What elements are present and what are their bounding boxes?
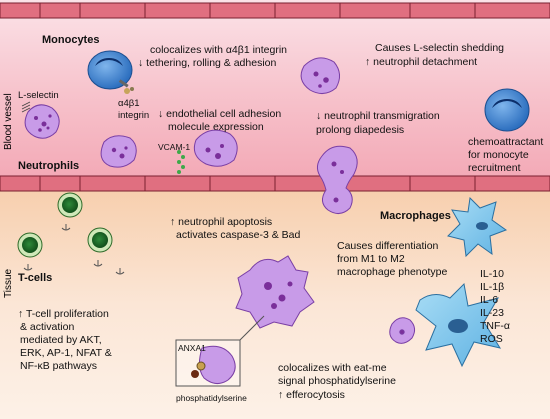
- annotation-chemo-3: recruitment: [468, 162, 521, 174]
- label-l-selectin: L-selectin: [18, 90, 59, 101]
- annotation-differentiation-3: macrophage phenotype: [337, 266, 448, 278]
- annotation-efferocytosis-1: colocalizes with eat-me: [278, 362, 387, 374]
- region-label-blood-vessel: Blood vessel: [3, 93, 14, 150]
- cytokine-item: IL-6: [480, 294, 499, 306]
- macrophage-cell-2: [415, 282, 502, 368]
- cytokine-item: TNF-α: [480, 320, 510, 332]
- tcell-group: [17, 192, 125, 275]
- annotation-tcell-4: ERK, AP-1, NFAT &: [20, 347, 112, 359]
- blood-vessel-lumen: [0, 0, 550, 180]
- apoptotic-body-small: [389, 317, 416, 344]
- neutrophil-transmigrating: [316, 145, 358, 214]
- annotation-chemo-2: for monocyte: [468, 149, 529, 161]
- annotation-colocalizes-integrin-1: colocalizes with α4β1 integrin: [150, 44, 288, 56]
- anxa1-inset: [175, 315, 265, 387]
- annotation-efferocytosis-2: signal phosphatidylserine: [278, 375, 396, 387]
- neutrophil-cell-4: [300, 57, 340, 94]
- neutrophil-cell-1: [21, 101, 60, 139]
- neutrophil-cell-3: [193, 129, 238, 167]
- annotation-chemo-1: chemoattractant: [468, 136, 544, 148]
- label-phosphatidylserine: phosphatidylserine: [176, 393, 247, 403]
- annotation-colocalizes-integrin-2: ↓ tethering, rolling & adhesion: [138, 57, 277, 69]
- apoptotic-neutrophil: [235, 255, 315, 329]
- region-label-tissue: Tissue: [3, 268, 14, 298]
- monocyte-cell-1: [87, 50, 134, 94]
- cytokine-item: IL-10: [480, 268, 504, 280]
- cytokine-item: IL-1β: [480, 281, 505, 293]
- label-neutrophils: Neutrophils: [18, 160, 80, 172]
- cytokine-item: IL-23: [480, 307, 504, 319]
- monocyte-cell-2: [484, 88, 530, 132]
- neutrophil-cell-2: [100, 135, 137, 168]
- annotation-lselectin-shedding-2: ↑ neutrophil detachment: [365, 56, 478, 68]
- label-anxa1: ANXA1: [178, 343, 206, 353]
- cytokine-item: ROS: [480, 333, 503, 345]
- annotation-tcell-5: NF-κB pathways: [20, 360, 98, 372]
- label-macrophages: Macrophages: [380, 210, 451, 222]
- annotation-transmigration-1: ↓ neutrophil transmigration: [316, 110, 440, 122]
- annotation-lselectin-shedding-1: Causes L-selectin shedding: [375, 42, 504, 54]
- annotation-endothelial-1: ↓ endothelial cell adhesion: [158, 108, 282, 120]
- annotation-differentiation-2: from M1 to M2: [337, 253, 405, 265]
- endothelium-top: [0, 2, 550, 19]
- macrophage-cell-1: [447, 196, 508, 258]
- annotation-apoptosis-1: ↑ neutrophil apoptosis: [170, 216, 273, 228]
- endothelium-bottom: [0, 175, 550, 192]
- label-a4b1-line1: α4β1: [118, 98, 140, 109]
- label-a4b1-line2: integrin: [118, 110, 150, 121]
- annotation-differentiation-1: Causes differentiation: [337, 240, 439, 252]
- label-t-cells: T-cells: [18, 272, 53, 284]
- vcam1-marker: [177, 150, 185, 174]
- annotation-apoptosis-2: activates caspase-3 & Bad: [176, 229, 301, 241]
- annotation-tcell-1: ↑ T-cell proliferation: [18, 308, 109, 320]
- annotation-tcell-3: mediated by AKT,: [20, 334, 102, 346]
- annotation-endothelial-2: molecule expression: [168, 121, 264, 133]
- annotation-transmigration-2: prolong diapedesis: [316, 124, 405, 136]
- label-vcam1: VCAM-1: [158, 142, 191, 152]
- annotation-efferocytosis-3: ↑ efferocytosis: [278, 389, 345, 401]
- annotation-tcell-2: & activation: [20, 321, 75, 333]
- label-monocytes: Monocytes: [42, 34, 100, 46]
